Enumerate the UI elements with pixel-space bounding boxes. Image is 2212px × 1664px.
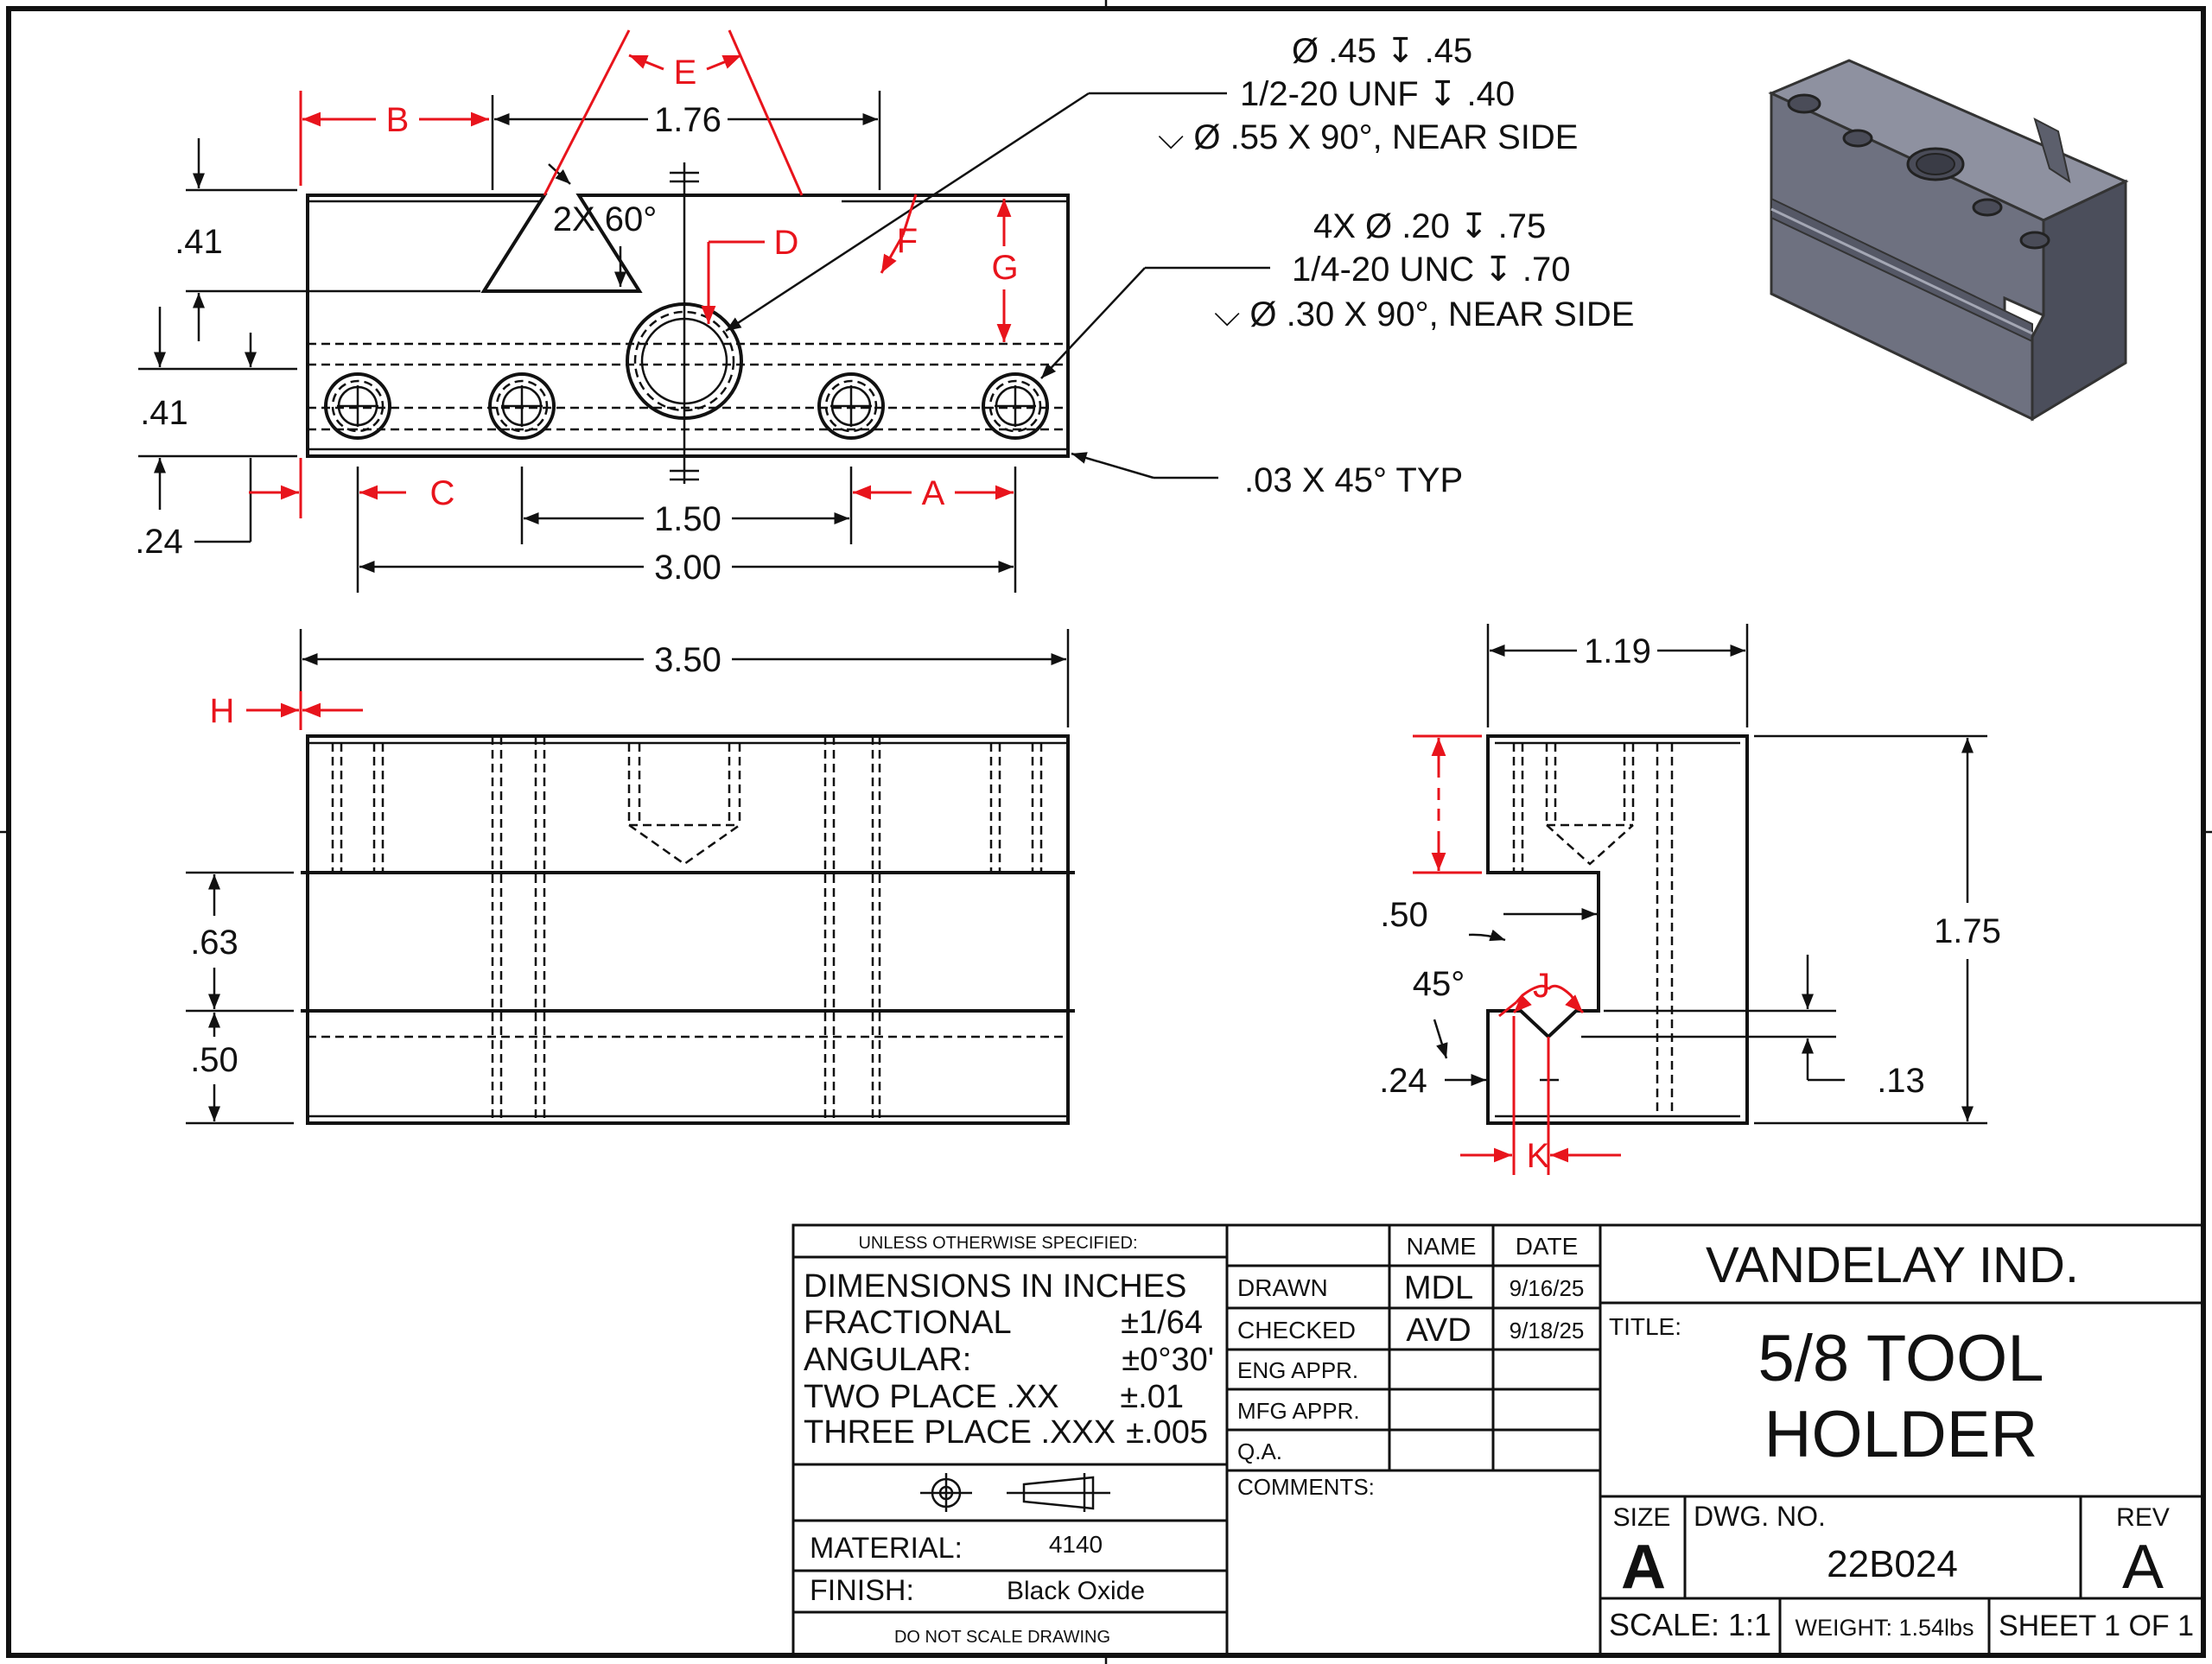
- dim-letter-A: A: [922, 474, 945, 512]
- size-label: SIZE: [1613, 1503, 1671, 1532]
- dim-letter-F: F: [897, 222, 918, 260]
- side-view: 1.19 1.75 .50 45° .13 .24 I J: [1379, 624, 2001, 1175]
- third-angle-projection-icon: [920, 1473, 1110, 1512]
- small-hole: [324, 372, 391, 440]
- title-label: TITLE:: [1609, 1313, 1681, 1340]
- tol-line-3-value: ±0°30': [1122, 1342, 1214, 1378]
- small-hole: [488, 372, 556, 440]
- col-name-header: NAME: [1407, 1233, 1477, 1260]
- dim-1-75: 1.75: [1934, 912, 2001, 950]
- tol-line-5-label: THREE PLACE .XXX: [804, 1414, 1116, 1451]
- company-name: VANDELAY IND.: [1706, 1237, 2079, 1293]
- tol-line-4-label: TWO PLACE .XX: [804, 1379, 1059, 1415]
- material-label: MATERIAL:: [810, 1532, 963, 1565]
- dim-41-top: .41: [175, 223, 223, 261]
- title-block: UNLESS OTHERWISE SPECIFIED: DIMENSIONS I…: [791, 1223, 2205, 1657]
- small-hole-callout-line3: ⌵ Ø .30 X 90°, NEAR SIDE: [1214, 295, 1635, 333]
- weight-text: WEIGHT: 1.54lbs: [1795, 1615, 1974, 1641]
- tol-line-4-value: ±.01: [1120, 1379, 1184, 1415]
- large-hole-callout-line3: ⌵ Ø .55 X 90°, NEAR SIDE: [1158, 118, 1579, 156]
- tol-line-2-label: FRACTIONAL: [804, 1305, 1012, 1341]
- front-view: 3.50 .63 .50 H: [186, 629, 1075, 1125]
- dim-letter-H: H: [210, 692, 235, 730]
- sheet-text: SHEET 1 OF 1: [1999, 1610, 2194, 1642]
- material-value: 4140: [1049, 1531, 1103, 1558]
- row-eng-role: ENG APPR.: [1237, 1357, 1358, 1383]
- col-date-header: DATE: [1516, 1233, 1579, 1260]
- dim-letter-D: D: [774, 224, 799, 262]
- tol-line-2-value: ±1/64: [1121, 1305, 1203, 1341]
- tol-line-1: DIMENSIONS IN INCHES: [804, 1268, 1186, 1305]
- comments-label: COMMENTS:: [1237, 1474, 1375, 1500]
- dim-letter-J: J: [1533, 967, 1550, 1005]
- small-hole: [817, 372, 885, 440]
- rev-label: REV: [2116, 1503, 2170, 1532]
- dim-24-top: .24: [135, 523, 183, 561]
- dwg-no-label: DWG. NO.: [1694, 1501, 1826, 1532]
- dim-63: .63: [190, 924, 238, 962]
- dim-1-19: 1.19: [1584, 632, 1651, 670]
- dim-letter-B: B: [386, 101, 410, 139]
- size-value: A: [1621, 1533, 1666, 1602]
- dim-3-00: 3.00: [654, 549, 721, 587]
- tol-line-5-value: ±.005: [1126, 1414, 1208, 1451]
- dim-letter-C: C: [430, 474, 455, 512]
- large-hole-callout-line1: Ø .45 ↧ .45: [1292, 32, 1472, 70]
- angle-note: 2X 60°: [553, 200, 658, 238]
- title-line-1: 5/8 TOOL: [1758, 1322, 2044, 1395]
- dim-41-mid: .41: [140, 394, 188, 432]
- small-hole-callout-line1: 4X Ø .20 ↧ .75: [1313, 207, 1546, 245]
- chamfer-note: .03 X 45° TYP: [1244, 461, 1463, 499]
- dim-letter-K: K: [1527, 1137, 1550, 1175]
- row-drawn-date: 9/16/25: [1510, 1275, 1585, 1301]
- row-checked-role: CHECKED: [1237, 1317, 1356, 1343]
- do-not-scale: DO NOT SCALE DRAWING: [894, 1628, 1110, 1647]
- dim-3-50: 3.50: [654, 641, 721, 679]
- scale-text: SCALE: 1:1: [1609, 1607, 1771, 1642]
- dim-1-76: 1.76: [654, 101, 721, 139]
- dim-24-side: .24: [1379, 1062, 1427, 1100]
- dwg-no-value: 22B024: [1827, 1543, 1958, 1585]
- rev-value: A: [2122, 1533, 2164, 1602]
- row-mfg-role: MFG APPR.: [1237, 1398, 1360, 1424]
- row-checked-date: 9/18/25: [1510, 1318, 1585, 1343]
- dim-13: .13: [1877, 1062, 1925, 1100]
- small-hole: [982, 372, 1049, 440]
- large-hole-callout-line2: 1/2-20 UNF ↧ .40: [1240, 75, 1515, 113]
- row-drawn-role: DRAWN: [1237, 1274, 1328, 1301]
- row-checked-name: AVD: [1406, 1312, 1471, 1349]
- dim-1-50: 1.50: [654, 500, 721, 538]
- top-view: 1.76 .41 .41 .24 1.50 3.00 2X 60° .03 X: [135, 29, 1635, 593]
- dim-50-front: .50: [190, 1041, 238, 1079]
- isometric-view: [1768, 59, 2129, 422]
- unless-header: UNLESS OTHERWISE SPECIFIED:: [858, 1234, 1137, 1253]
- finish-label: FINISH:: [810, 1574, 914, 1607]
- row-drawn-name: MDL: [1404, 1270, 1473, 1306]
- finish-value: Black Oxide: [1007, 1577, 1145, 1605]
- dim-letter-E: E: [674, 54, 697, 92]
- small-hole-callout-line2: 1/4-20 UNC ↧ .70: [1292, 251, 1571, 289]
- dim-45-deg: 45°: [1413, 965, 1465, 1003]
- row-qa-role: Q.A.: [1237, 1439, 1282, 1464]
- dim-50-side: .50: [1380, 896, 1428, 934]
- title-line-2: HOLDER: [1764, 1398, 2038, 1471]
- dim-letter-G: G: [991, 249, 1018, 287]
- tol-line-3-label: ANGULAR:: [804, 1342, 971, 1378]
